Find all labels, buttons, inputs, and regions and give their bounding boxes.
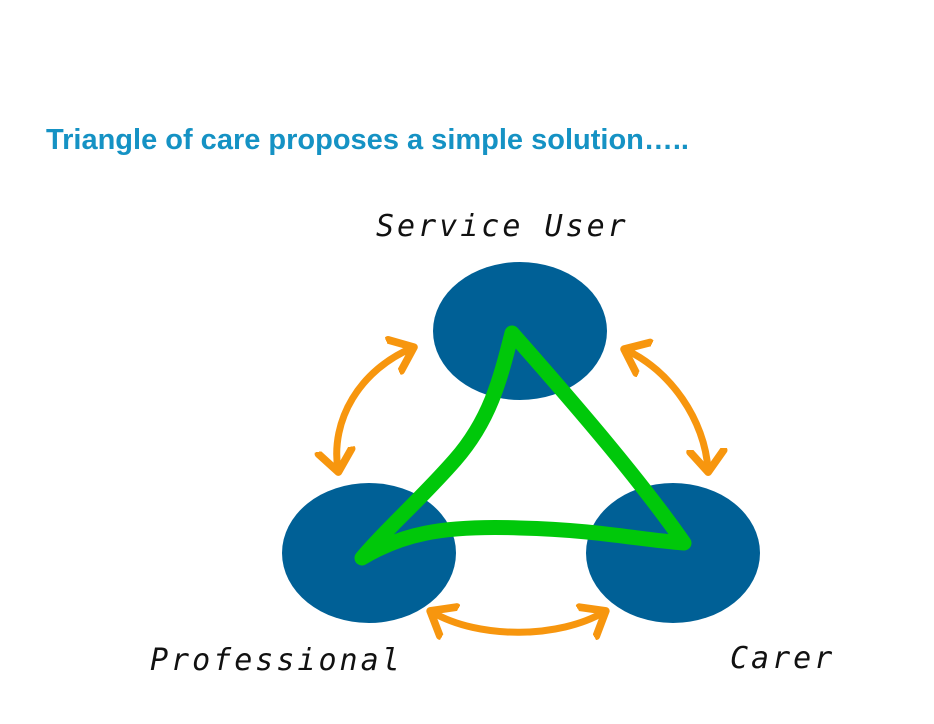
professional-label: Professional — [150, 643, 403, 678]
carer-label: Carer — [730, 641, 835, 676]
arrow-professional-carer — [432, 612, 604, 632]
arrow-professional-service-user — [337, 348, 412, 470]
service-user-label: Service User — [376, 209, 629, 244]
slide-title: Triangle of care proposes a simple solut… — [46, 124, 689, 156]
care-triangle — [354, 325, 692, 566]
arrow-service-user-carer — [626, 350, 708, 470]
carer-node — [586, 483, 760, 623]
